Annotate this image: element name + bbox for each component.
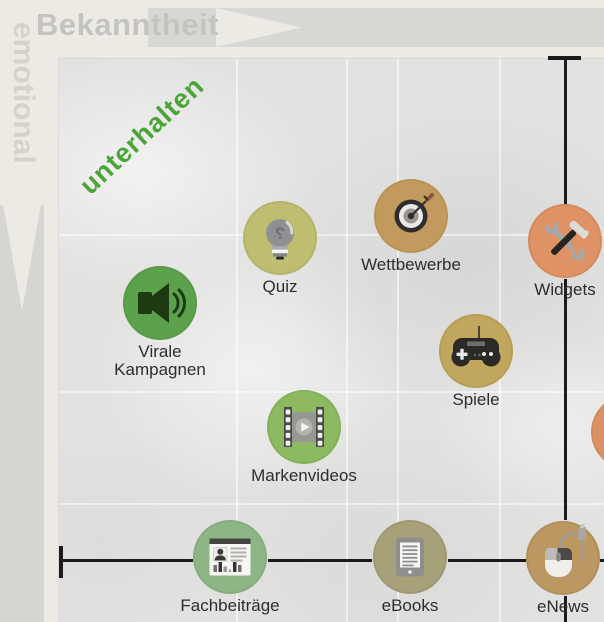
- x-axis-line: [268, 559, 372, 562]
- wettbewerbe-circle: [374, 179, 448, 253]
- grid-line: [59, 503, 604, 505]
- item-label: Markenvideos: [251, 466, 357, 485]
- fachbeitraege-circle: [193, 520, 267, 594]
- dart-target-icon: [394, 193, 434, 233]
- x-axis-tick: [59, 546, 63, 578]
- x-axis-line: [600, 559, 604, 562]
- matrix-item-wettbewerbe: Wettbewerbe: [336, 179, 486, 274]
- item-label: Fachbeiträge: [180, 596, 280, 615]
- list-icon: [591, 395, 604, 469]
- partial-right-circle: [591, 395, 604, 469]
- article-document-icon: [209, 538, 251, 576]
- grid-line: [346, 59, 348, 622]
- matrix-item-markenvideos: Markenvideos: [229, 390, 379, 485]
- gamepad-icon: [451, 326, 501, 367]
- matrix-item-widgets: Widgets: [490, 204, 604, 299]
- virale-kampagnen-circle: [123, 266, 197, 340]
- quiz-circle: ?: [243, 201, 317, 275]
- item-label: Wettbewerbe: [361, 255, 461, 274]
- matrix-item-enews: eNews: [488, 521, 604, 616]
- matrix-panel: [58, 58, 604, 622]
- y-axis-line: [564, 279, 567, 520]
- enews-circle: [526, 521, 600, 595]
- item-label: eNews: [537, 597, 589, 616]
- matrix-item-spiele: Spiele: [401, 314, 551, 409]
- tools-icon: [545, 218, 589, 261]
- grid-line: [59, 391, 604, 393]
- svg-text:?: ?: [275, 224, 285, 243]
- x-axis-line: [62, 559, 193, 562]
- markenvideos-circle: [267, 390, 341, 464]
- lightbulb-question-icon: ?: [266, 219, 294, 260]
- loudspeaker-icon: [138, 283, 186, 323]
- item-label: Virale Kampagnen: [114, 342, 206, 379]
- widgets-circle: [528, 204, 602, 278]
- matrix-item-partial-right: [553, 395, 604, 472]
- top-axis-label: Bekanntheit: [36, 7, 219, 42]
- item-label: eBooks: [381, 596, 439, 615]
- item-label: Quiz: [262, 277, 298, 296]
- computer-mouse-icon: [545, 524, 586, 577]
- matrix-item-fachbeitraege: Fachbeiträge: [155, 520, 305, 615]
- grid-line: [236, 59, 238, 622]
- matrix-item-ebooks: eBooks: [335, 520, 485, 615]
- matrix-item-quiz: ? Quiz: [205, 201, 355, 296]
- side-axis-label: emotional: [7, 22, 40, 164]
- y-axis-line: [564, 596, 567, 622]
- matrix-item-virale-kampagnen: Virale Kampagnen: [85, 266, 235, 379]
- item-label: Spiele: [452, 390, 500, 409]
- filmstrip-play-icon: [284, 407, 324, 447]
- y-axis-line: [564, 58, 567, 204]
- ebooks-circle: [373, 520, 447, 594]
- item-label: Widgets: [534, 280, 596, 299]
- grid-line: [59, 234, 604, 236]
- grid-line: [397, 59, 399, 622]
- ereader-icon: [396, 537, 424, 577]
- spiele-circle: [439, 314, 513, 388]
- x-axis-line: [448, 559, 526, 562]
